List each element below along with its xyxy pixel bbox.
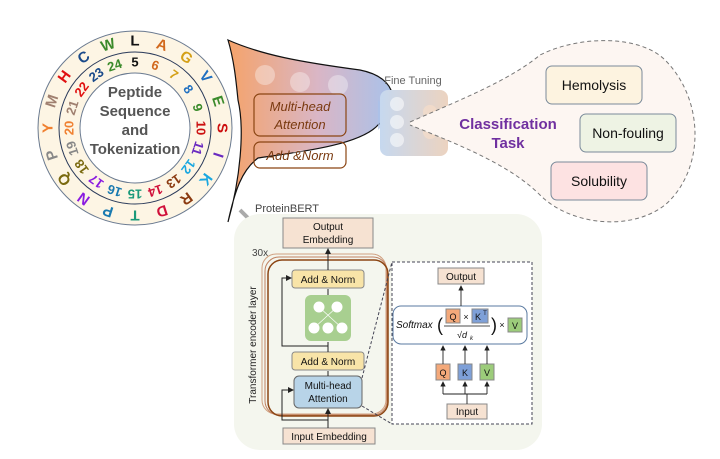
- classification-bubble: Classification Task Hemolysis Non-foulin…: [409, 40, 696, 223]
- funnel-shape: [227, 38, 394, 223]
- token-index-label: 15: [128, 187, 142, 202]
- times-1: ×: [463, 312, 468, 322]
- classification-title-2: Task: [491, 135, 525, 152]
- softmax-box: [392, 305, 528, 345]
- feedforward-network-icon: [308, 301, 348, 334]
- attention-detail: Output Softmax ( Q × K T √d k ) × V Q K …: [391, 261, 533, 425]
- protein-bert-caption: ProteinBERT: [255, 203, 319, 215]
- funnel-network-icon: [255, 65, 348, 200]
- token-index-label: 16: [105, 181, 123, 200]
- encoder-side-label: Transformer encoder layer: [248, 286, 259, 404]
- amino-acid-label: A: [154, 35, 170, 55]
- wheel-center-line-3: and: [122, 122, 149, 139]
- times-2: ×: [499, 320, 504, 330]
- paren-right: ): [491, 315, 497, 335]
- token-index-label: 17: [86, 171, 107, 192]
- protein-bert-funnel: Multi-head Attention Add &Norm ProteinBE…: [227, 38, 394, 226]
- attention-arrows: [440, 285, 490, 404]
- token-index-label: 13: [164, 171, 185, 192]
- token-index-label: 14: [145, 181, 164, 200]
- amino-acid-label: I: [209, 150, 226, 159]
- amino-acid-label: D: [154, 201, 170, 221]
- attn-output-box: [437, 267, 485, 285]
- center-disc: [79, 72, 191, 184]
- funnel-multihead-line-1: Multi-head: [270, 99, 331, 114]
- task-solubility-label: Solubility: [571, 173, 627, 189]
- token-index-label: 6: [150, 57, 162, 74]
- input-q: Q: [439, 368, 446, 378]
- token-index-label: 10: [194, 121, 209, 135]
- amino-acid-label: W: [99, 35, 119, 56]
- add-norm-bottom-label: Add & Norm: [301, 357, 355, 368]
- token-index-label: 21: [63, 98, 82, 116]
- token-index-label: 19: [63, 139, 82, 157]
- input-v: V: [484, 368, 490, 378]
- dk-sub: k: [470, 336, 474, 342]
- task-hemolysis: Hemolysis: [545, 65, 643, 105]
- task-hemolysis-label: Hemolysis: [562, 77, 627, 93]
- encoder-arrows: [281, 248, 331, 428]
- token-index-label: 12: [178, 157, 199, 178]
- softmax-q: Q: [449, 312, 456, 322]
- wheel-center-line-2: Sequence: [100, 103, 171, 120]
- wheel-center-line-1: Peptide: [108, 84, 162, 101]
- softmax-k: K: [475, 312, 481, 322]
- token-index-label: 24: [105, 56, 124, 75]
- token-index-label: 11: [189, 140, 208, 158]
- input-embedding-label: Input Embedding: [291, 432, 367, 443]
- funnel-addnorm-box: [253, 141, 347, 169]
- output-embedding-line-2: Embedding: [303, 235, 354, 246]
- funnel-multihead-line-2: Attention: [273, 117, 325, 132]
- softmax-label: Softmax: [396, 320, 434, 331]
- token-index-label: 23: [86, 64, 107, 85]
- task-solubility: Solubility: [550, 161, 648, 201]
- input-embedding-box: [282, 427, 376, 445]
- attn-output-label: Output: [446, 272, 476, 283]
- funnel-multihead-box: [253, 93, 347, 137]
- amino-acid-label: T: [130, 207, 139, 224]
- amino-acid-label: L: [130, 33, 139, 50]
- amino-acid-label: S: [214, 123, 231, 133]
- wheel-center-line-4: Tokenization: [90, 141, 181, 158]
- feedforward-box: [305, 295, 351, 341]
- token-index-label: 9: [190, 102, 207, 114]
- attn-input-label: Input: [456, 407, 478, 418]
- multihead-line-2: Attention: [308, 394, 347, 405]
- task-non-fouling-label: Non-fouling: [592, 125, 664, 141]
- output-embedding-box: [282, 217, 374, 249]
- token-index-label: 20: [62, 121, 77, 135]
- softmax-v: V: [512, 321, 518, 331]
- amino-acid-label: Y: [40, 123, 57, 133]
- classification-title-1: Classification: [459, 116, 557, 133]
- fine-tuning-label: Fine Tuning: [384, 75, 441, 87]
- output-embedding-line-1: Output: [313, 222, 343, 233]
- amino-acid-label: M: [42, 93, 62, 110]
- add-norm-top-label: Add & Norm: [301, 275, 355, 286]
- token-index-label: 18: [71, 157, 92, 178]
- token-index-label: 22: [71, 79, 92, 100]
- task-non-fouling: Non-fouling: [579, 113, 677, 153]
- funnel-addnorm-label: Add &Norm: [265, 148, 333, 163]
- repeat-count: 30x: [252, 248, 268, 259]
- token-index-label: 5: [131, 55, 138, 70]
- multihead-line-1: Multi-head: [305, 381, 352, 392]
- input-k: K: [462, 368, 468, 378]
- amino-acid-label: P: [43, 147, 62, 162]
- softmax-k-sup: T: [483, 311, 487, 317]
- amino-acid-label: P: [101, 201, 116, 220]
- paren-left: (: [437, 315, 443, 335]
- amino-acid-label: E: [208, 94, 227, 109]
- sqrt-dk: √d: [457, 330, 468, 340]
